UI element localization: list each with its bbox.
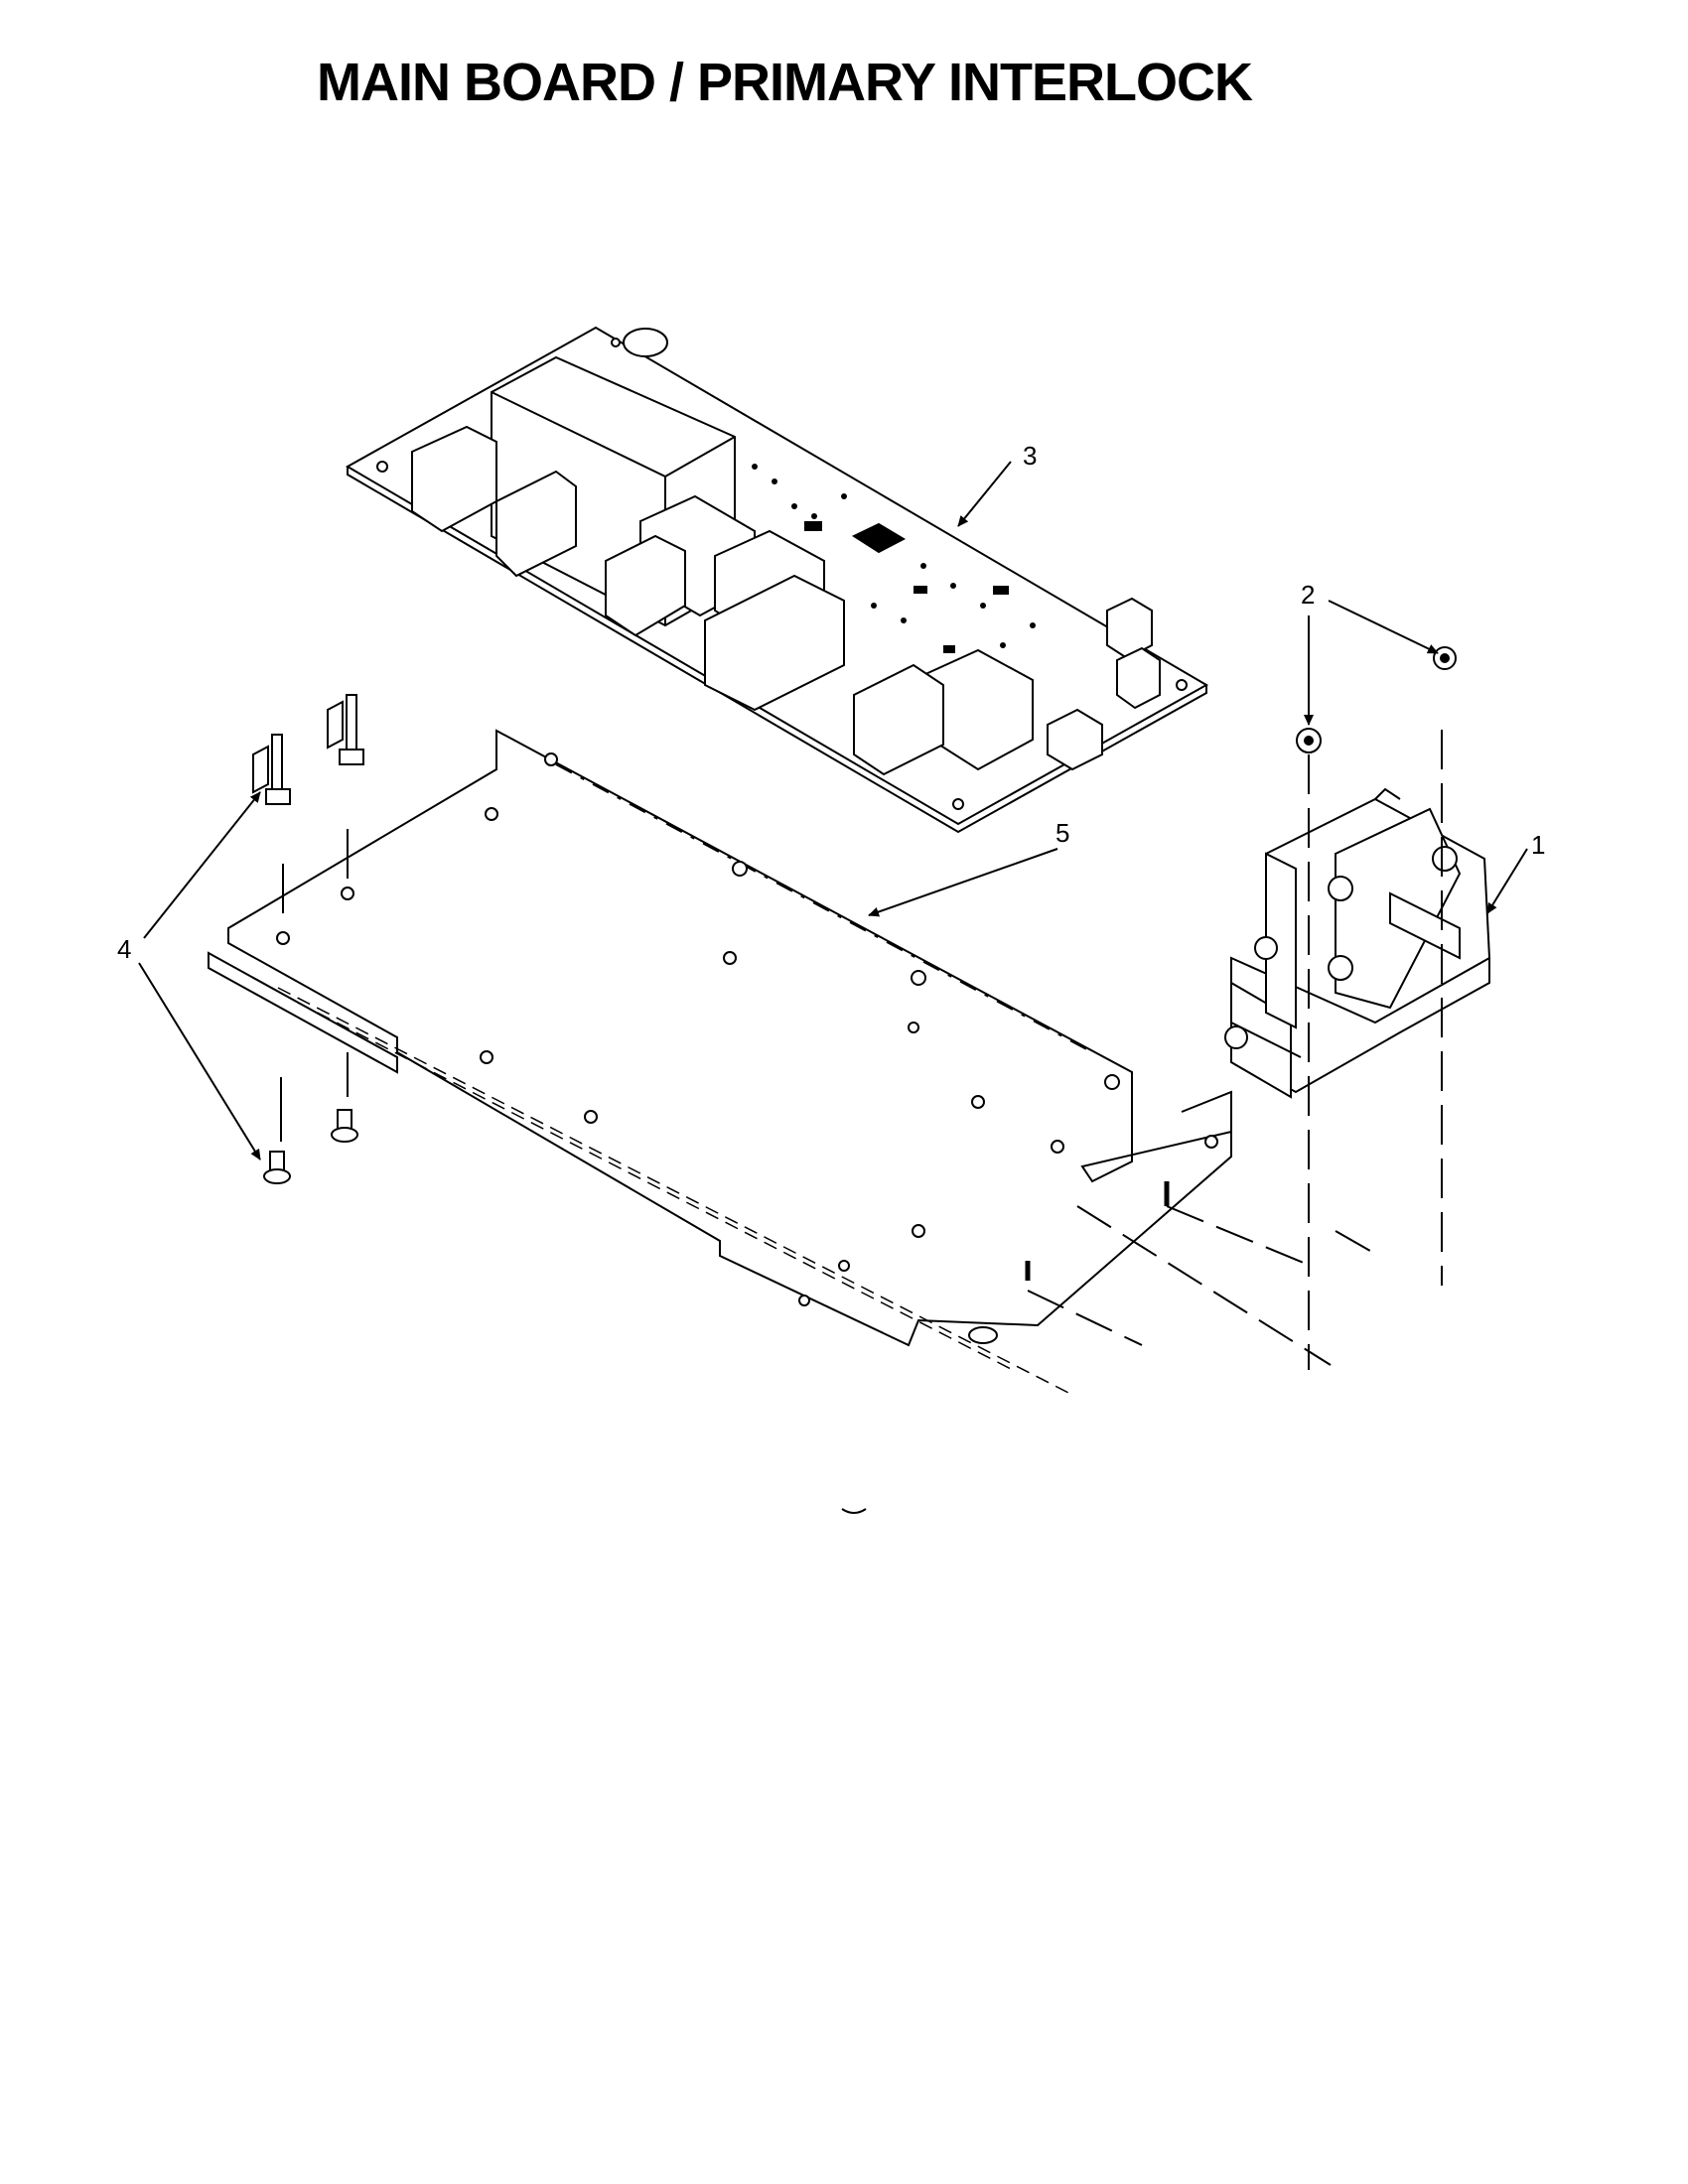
screw-bottom-left [263,1151,291,1184]
connector-header [1047,708,1103,771]
standoff-clip-left [252,734,291,805]
standoff-clip-right [327,694,364,765]
processor-chip [851,522,907,554]
connector-right-top [1106,597,1153,660]
callout-4: 4 [117,934,131,964]
page-title: MAIN BOARD / PRIMARY INTERLOCK [317,53,1253,112]
pcb-edge [347,467,1207,834]
fuse-cap [623,328,668,357]
callout-1: 1 [1531,830,1545,860]
bracket-tab-right [1181,1090,1232,1132]
terminal-block-b [495,470,577,578]
bracket-outline [227,729,1232,1347]
standoffs-and-screws[interactable] [252,694,364,1184]
callout-5: 5 [1055,818,1069,848]
screw-bottom-right [331,1109,358,1143]
lock-nut-1 [1433,646,1457,670]
stray-arc-mark [841,1508,867,1514]
main-board[interactable] [345,326,1209,834]
callout-2: 2 [1301,580,1315,610]
lock-nuts[interactable] [1296,646,1457,753]
mounting-bracket-plate[interactable] [208,729,1232,1396]
bracket-flange-left [208,951,398,1074]
bracket-holes [276,752,1218,1306]
terminal-block-e [853,663,944,776]
connector-right-bottom [1116,646,1161,710]
terminal-block-c [605,534,686,637]
lock-nut-2 [1296,728,1322,753]
primary-interlock[interactable] [1224,787,1491,1099]
callout-leaders [138,461,1528,1160]
callout-3: 3 [1023,441,1037,471]
assembly-guide-lines [1027,730,1443,1370]
terminal-block-d [704,574,845,712]
smd-components [752,464,1036,653]
